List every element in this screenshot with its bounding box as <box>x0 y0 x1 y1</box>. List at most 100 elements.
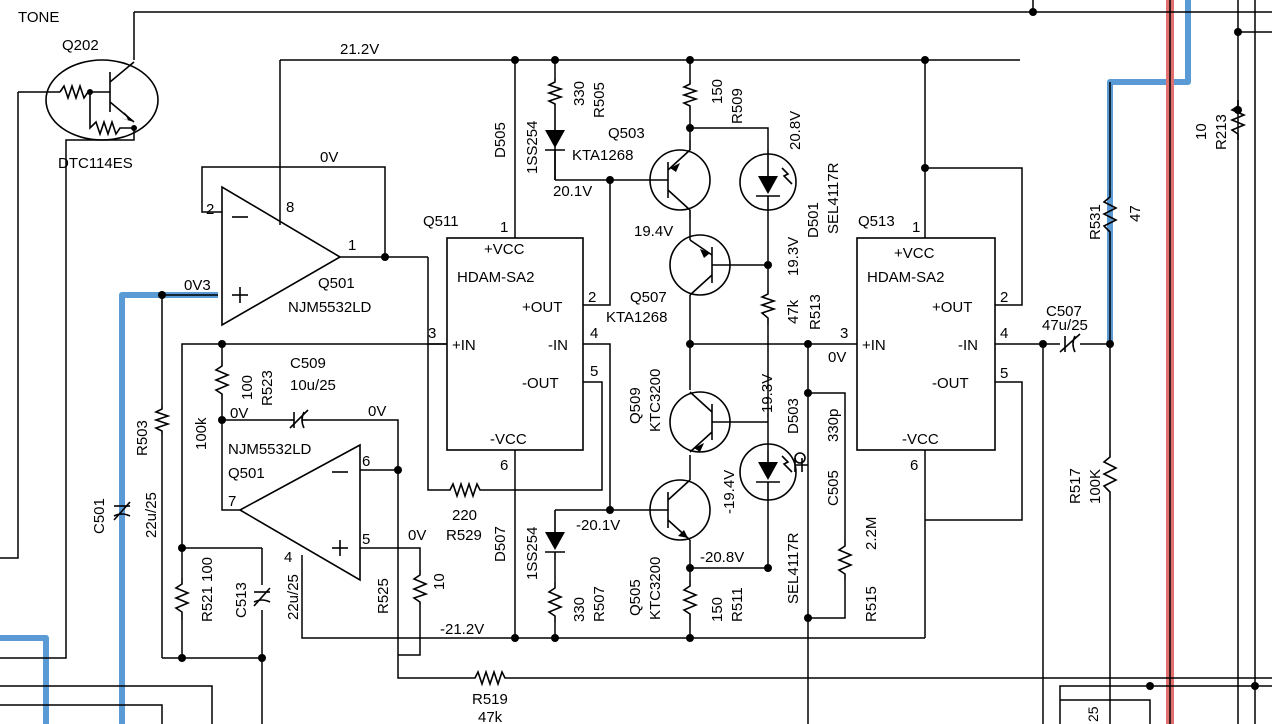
label-c505-val: 330p <box>825 409 842 442</box>
label-r511: R511 <box>729 587 746 622</box>
resistor-r213 <box>1229 100 1247 140</box>
label-r213: R213 <box>1213 114 1230 150</box>
label-c501-val: 22u/25 <box>143 492 160 538</box>
label-q501-bot: Q501 <box>228 465 265 482</box>
label-r513: R513 <box>807 294 824 330</box>
label-pin5-left: 5 <box>590 363 598 380</box>
label-in-p-left: +IN <box>452 337 476 354</box>
label-out-p-left: +OUT <box>522 299 562 316</box>
label-c501: C501 <box>91 498 108 534</box>
label-sel-top: SEL4117R <box>825 162 842 234</box>
label-sel-bot: SEL4117R <box>785 532 802 604</box>
label-r519: R519 <box>472 691 508 708</box>
led-d503 <box>739 443 806 501</box>
label-v193: 19.3V <box>785 237 802 276</box>
label-r509-val: 150 <box>709 79 726 104</box>
label-pin5-right: 5 <box>1000 365 1008 382</box>
label-v-m193: -19.3V <box>759 374 776 418</box>
resistor-r511 <box>681 580 699 620</box>
label-r503-val: 100k <box>193 417 210 450</box>
label-c-25: 25 <box>1085 706 1101 722</box>
label-v-m201: -20.1V <box>576 517 620 534</box>
highlight-trace-right <box>1107 0 1191 345</box>
label-hdam-right: HDAM-SA2 <box>867 269 945 286</box>
resistor-r525 <box>411 570 429 605</box>
label-c507-val: 47u/25 <box>1042 317 1088 334</box>
labels: TONE Q202 DTC114ES 21.2V 0V 2 8 1 Q501 N… <box>18 9 1230 724</box>
label-vee-right: -VCC <box>902 431 939 448</box>
label-r507-val: 330 <box>571 597 588 622</box>
label-0v-a: 0V <box>230 405 248 422</box>
label-dtc114es: DTC114ES <box>58 155 133 172</box>
label-0v-c: 0V <box>408 527 426 544</box>
label-kta-top: KTA1268 <box>572 147 633 164</box>
label-0v-top: 0V <box>320 149 338 166</box>
label-out-m-right: -OUT <box>932 375 969 392</box>
resistor-r519 <box>470 669 510 687</box>
label-pin2: 2 <box>206 201 214 218</box>
opamp-q501-bottom <box>238 443 361 582</box>
label-d507-part: 1SS254 <box>524 527 541 580</box>
label-ktc-mid: KTC3200 <box>647 369 664 432</box>
resistor-r531 <box>1102 190 1118 240</box>
resistor-r509 <box>681 80 699 110</box>
label-kta-mid: KTA1268 <box>606 309 667 326</box>
label-pin6b: 6 <box>362 453 370 470</box>
capacitor-c507 <box>1059 333 1081 353</box>
label-q509: Q509 <box>627 387 644 424</box>
label-r515-val: 2.2M <box>863 517 880 550</box>
label-c513: C513 <box>233 582 250 618</box>
label-vcc-left: +VCC <box>484 241 525 258</box>
label-pin1-right: 1 <box>912 219 920 236</box>
label-vee-left: -VCC <box>490 431 527 448</box>
resistor-r529 <box>445 481 485 499</box>
label-out-p-right: +OUT <box>932 299 972 316</box>
label-q513: Q513 <box>858 213 895 230</box>
label-pin6-right: 6 <box>910 457 918 474</box>
label-c513-val: 22u/25 <box>285 574 302 620</box>
resistor-r505 <box>546 78 564 110</box>
label-r517-val: 100K <box>1087 469 1104 504</box>
transistor-q505 <box>649 479 711 541</box>
label-r213-val: 10 <box>1193 123 1210 140</box>
label-r519-val: 47k <box>478 709 503 724</box>
resistor-r517 <box>1102 450 1118 500</box>
label-r505-val: 330 <box>571 81 588 106</box>
label-r531: R531 <box>1087 204 1104 240</box>
capacitor-c509 <box>289 409 309 429</box>
label-pin2-left: 2 <box>588 289 596 306</box>
label-pin6-left: 6 <box>500 457 508 474</box>
label-pin8: 8 <box>286 199 294 216</box>
label-q507: Q507 <box>630 289 667 306</box>
label-pin3-right: 3 <box>840 325 848 342</box>
transistor-q507 <box>669 234 731 296</box>
label-d505: D505 <box>492 122 509 158</box>
label-d505-part: 1SS254 <box>524 121 541 174</box>
resistor-r513 <box>759 290 777 325</box>
resistor-r515 <box>836 540 854 580</box>
label-r507: R507 <box>591 586 608 622</box>
label-hdam-left: HDAM-SA2 <box>457 269 535 286</box>
label-q505: Q505 <box>627 579 644 616</box>
resistor-r503 <box>153 405 171 435</box>
label-r513-val: 47k <box>785 299 802 324</box>
label-v194: 19.4V <box>634 223 673 240</box>
label-njm-bot: NJM5532LD <box>228 441 312 458</box>
resistors <box>153 78 1247 687</box>
label-in-p-right: +IN <box>862 337 886 354</box>
capacitor-c505 <box>794 458 803 472</box>
label-r525-val: 10 <box>431 573 448 590</box>
diode-d505 <box>545 110 565 180</box>
label-out-m-left: -OUT <box>522 375 559 392</box>
label-pin2-right: 2 <box>1000 289 1008 306</box>
label-c509: C509 <box>290 355 326 372</box>
junction-dots <box>158 8 1259 690</box>
label-r529-val: 220 <box>452 507 477 524</box>
label-pin5b: 5 <box>362 531 370 548</box>
highlight-trace-bottom-left <box>0 635 49 724</box>
label-v208: 20.8V <box>787 111 804 150</box>
label-r523: R523 <box>259 370 276 406</box>
label-v-m208: -20.8V <box>700 549 744 566</box>
label-d503: D503 <box>785 398 802 434</box>
